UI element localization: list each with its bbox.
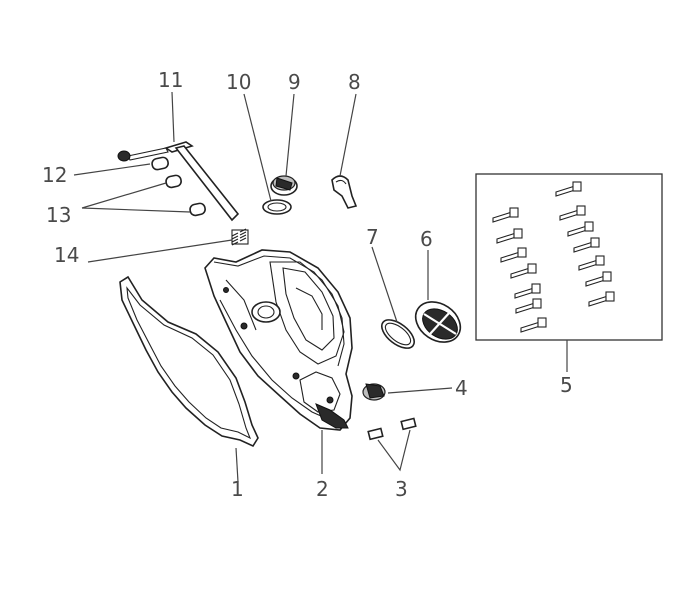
part-9-filler-cap [270,175,298,196]
part-5-bolt-set [475,173,663,341]
label-14: 14 [54,243,79,267]
part-10-washer [262,199,292,215]
label-2: 2 [316,477,329,501]
label-1: 1 [231,477,244,501]
label-13: 13 [46,203,71,227]
label-6: 6 [420,227,433,251]
label-5: 5 [560,373,573,397]
callout-labels: 1 2 3 4 5 6 7 8 9 10 11 12 13 14 [42,68,573,501]
part-11-lever-shaft [117,141,240,222]
label-3: 3 [395,477,408,501]
leader-lines [73,91,568,483]
label-7: 7 [366,225,379,249]
label-9: 9 [288,70,301,94]
label-8: 8 [348,70,361,94]
part-13-bushings [165,174,206,217]
part-4-plug [362,383,386,401]
part-1-gasket [119,275,259,448]
label-12: 12 [42,163,67,187]
label-10: 10 [226,70,251,94]
part-3-dowel-pins [367,417,417,441]
part-7-o-ring [381,319,415,349]
part-12-bushing [151,156,169,171]
part-2-crankcase-cover [204,249,353,431]
part-14-spring [231,228,249,246]
label-4: 4 [455,376,468,400]
label-11: 11 [158,68,183,92]
part-6-cover-plate [414,301,462,343]
part-8-clip [331,175,358,209]
